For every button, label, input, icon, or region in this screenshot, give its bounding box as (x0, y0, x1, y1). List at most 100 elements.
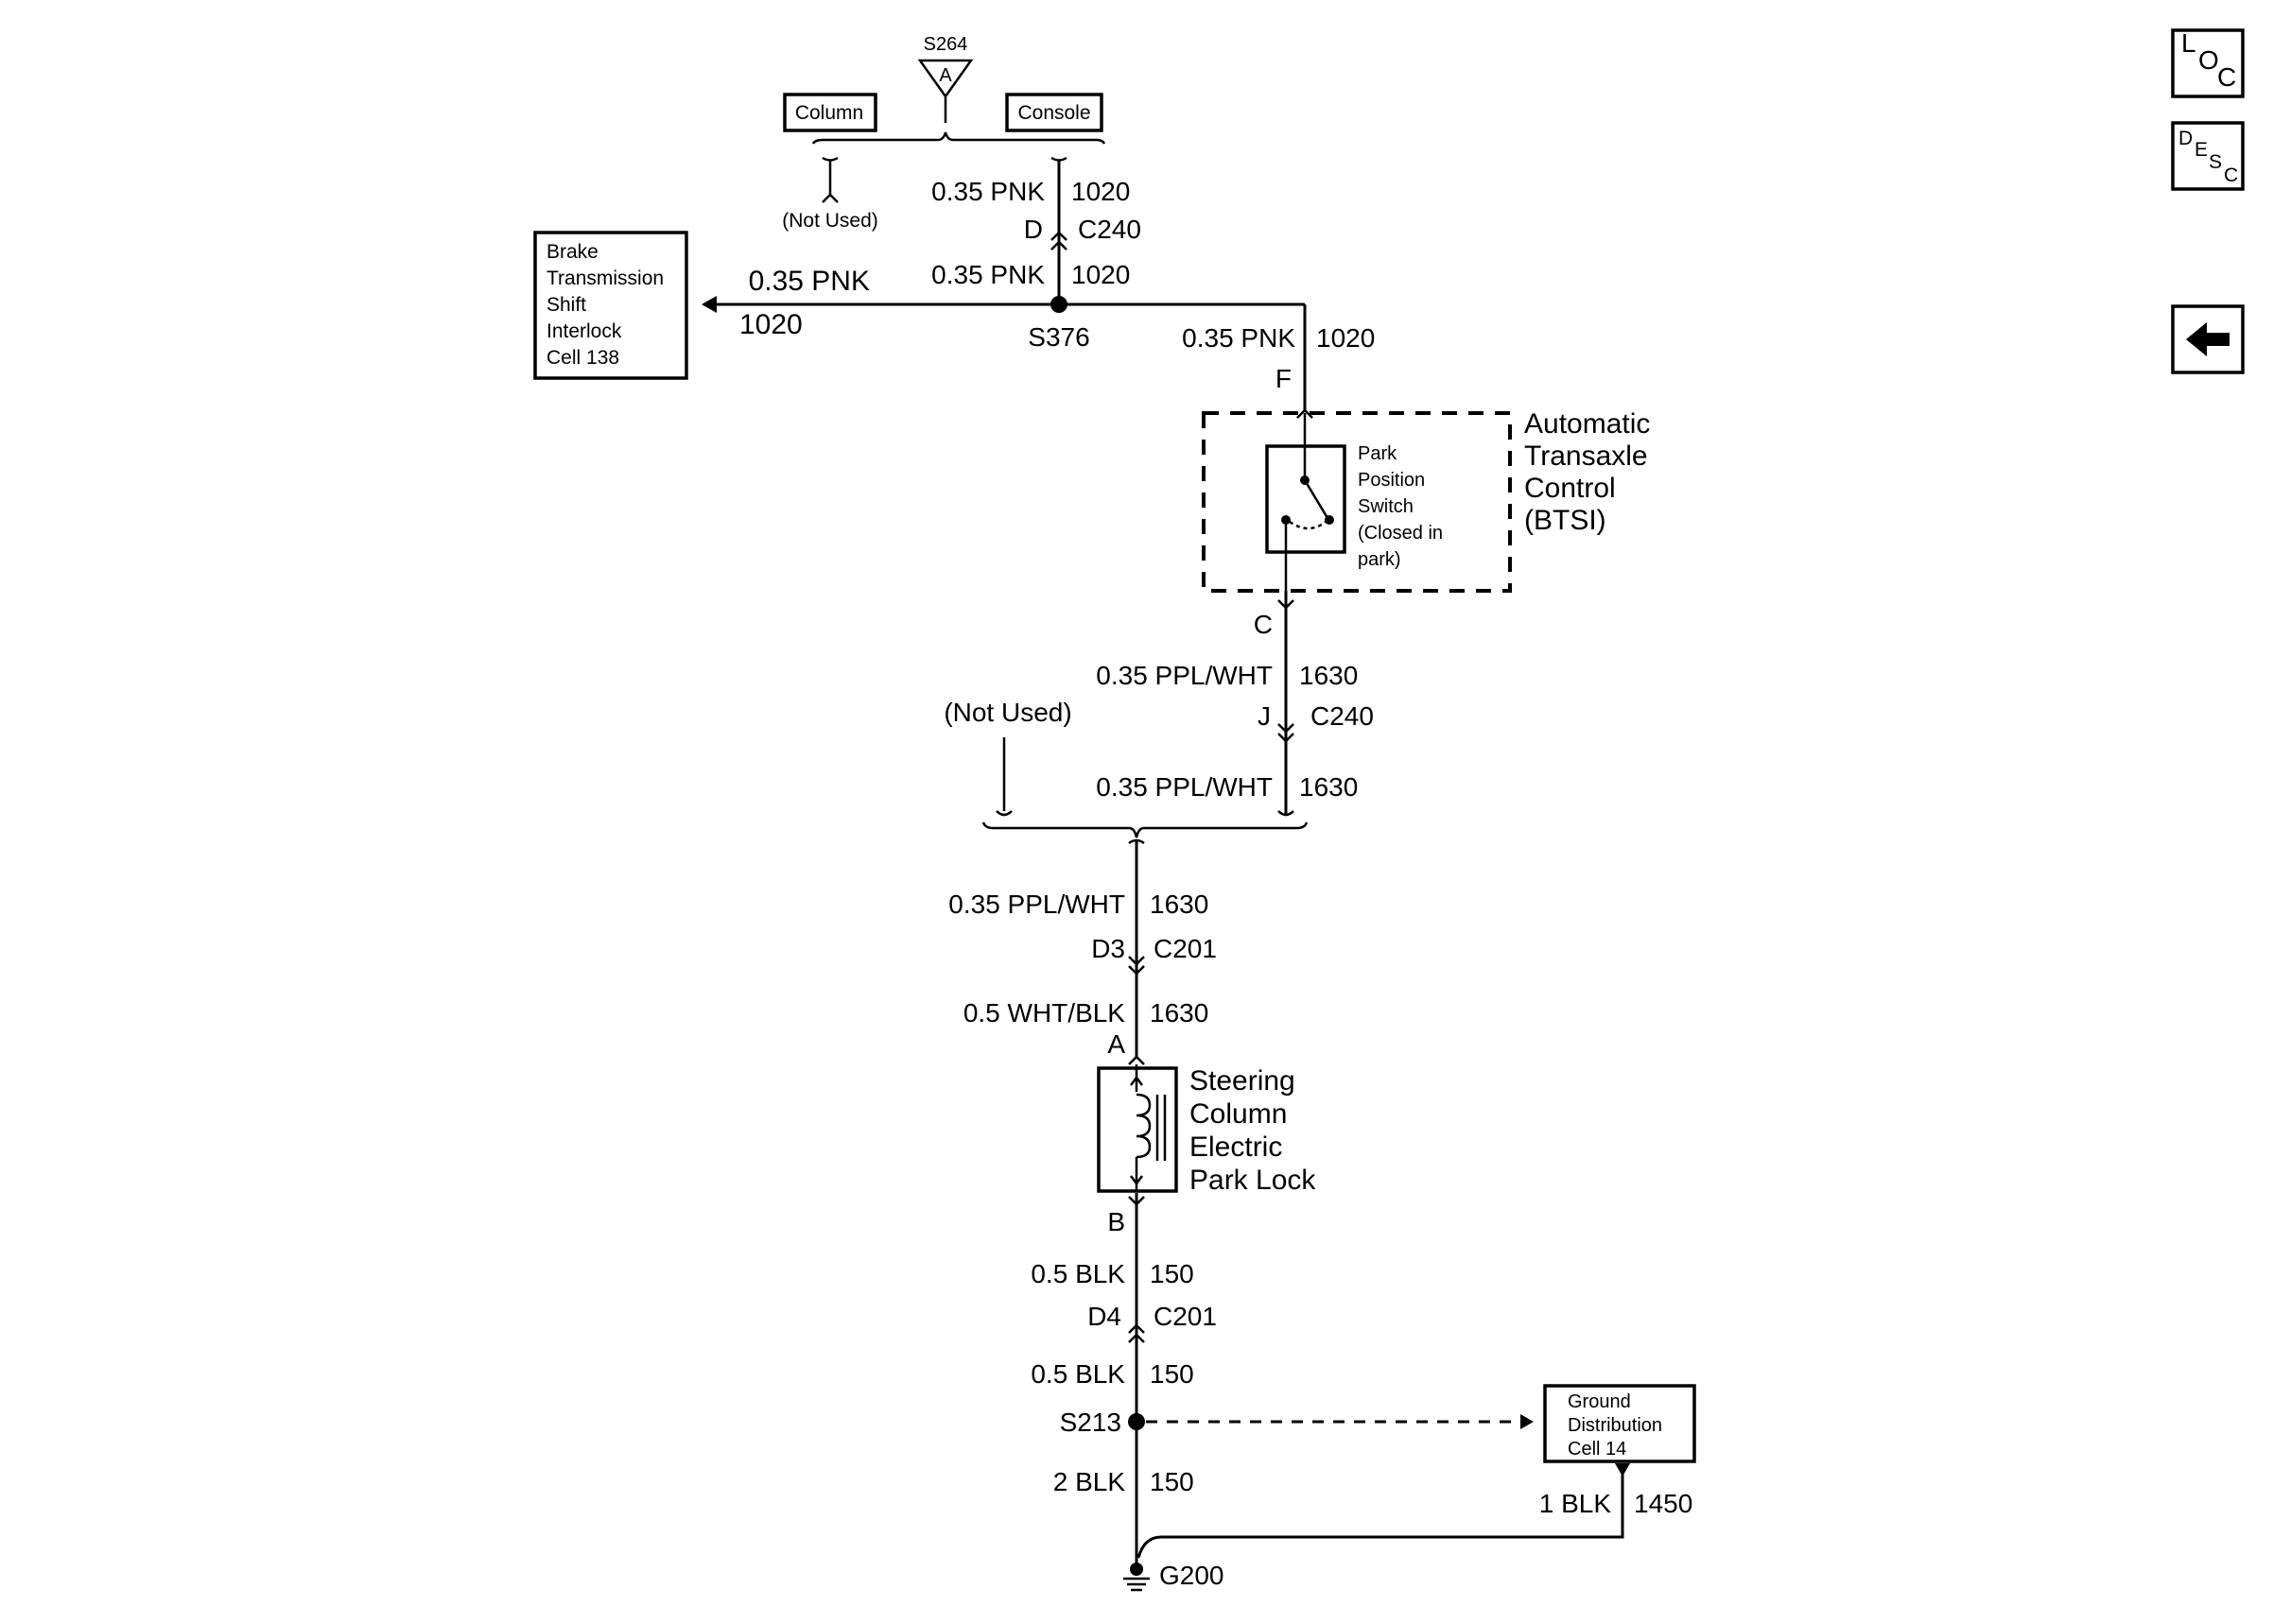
park-switch-line-2: Position (1358, 470, 1425, 491)
column-option: Column (783, 93, 877, 132)
ground-distribution-cell-14-box[interactable]: Ground Distribution Cell 14 (1543, 1384, 1696, 1463)
splice-s213-dot (1128, 1413, 1145, 1430)
pin-c-label: C (1254, 610, 1273, 639)
loc-button[interactable]: L O C (2171, 28, 2245, 98)
wire-1450-gauge: 1 BLK (1539, 1489, 1612, 1518)
column-not-used-stub: (Not Used) (782, 156, 878, 232)
park-lock-line-1: Steering (1189, 1065, 1295, 1097)
arrow-to-ground-cell (1520, 1414, 1534, 1429)
splice-s213-label: S213 (1060, 1408, 1121, 1437)
btsi-cell-line-2: Transmission (547, 268, 664, 289)
btsi-cell-line-1: Brake (547, 241, 599, 263)
connector-c240-lower-symbol (1277, 723, 1294, 743)
pin-b-label: B (1107, 1207, 1125, 1236)
splice-s264: S264 A (917, 34, 974, 123)
desc-d: D (2178, 128, 2193, 149)
park-switch-line-5: park) (1358, 549, 1401, 570)
atc-label-line-2: Transaxle (1524, 441, 1648, 472)
wire-1630-d-circuit: 1630 (1150, 998, 1208, 1028)
loc-c: C (2217, 62, 2236, 92)
wire-150-a-gauge: 0.5 BLK (1031, 1259, 1125, 1288)
atc-label-line-1: Automatic (1524, 408, 1650, 440)
splice-s376-label: S376 (1028, 322, 1089, 352)
column-label: Column (795, 102, 863, 124)
wire-150-b-gauge: 0.5 BLK (1031, 1359, 1125, 1389)
loc-o: O (2198, 45, 2219, 75)
back-arrow-icon (2186, 322, 2230, 356)
park-lock-line-4: Park Lock (1189, 1165, 1316, 1196)
wire-1630-b-gauge: 0.35 PPL/WHT (1096, 772, 1273, 802)
park-switch-line-4: (Closed in (1358, 523, 1443, 544)
top-option-brace (811, 131, 1106, 145)
park-switch-line-3: Switch (1358, 496, 1414, 517)
switch-contact-icon (1325, 515, 1334, 525)
connector-c240-lower-pin: J (1258, 701, 1271, 731)
wire-1020-upper-gauge: 0.35 PNK (931, 177, 1045, 206)
wire-1020-left-circuit: 1020 (739, 309, 803, 340)
desc-c: C (2224, 164, 2238, 186)
steering-column-electric-park-lock: Steering Column Electric Park Lock (1097, 1064, 1316, 1196)
splice-s376-dot (1050, 296, 1067, 313)
wire-1630-c-circuit: 1630 (1150, 890, 1208, 919)
connector-c240-upper-symbol (1050, 231, 1067, 251)
wire-1020-mid-circuit: 1020 (1071, 260, 1130, 289)
wire-1020-left-gauge: 0.35 PNK (749, 266, 870, 297)
wire-150-c-gauge: 2 BLK (1053, 1467, 1126, 1496)
btsi-cell-138-box[interactable]: Brake Transmission Shift Interlock Cell … (533, 231, 688, 380)
connector-c201-upper-id: C201 (1154, 934, 1217, 963)
wire-1020-right-gauge: 0.35 PNK (1182, 323, 1295, 353)
desc-button[interactable]: D E S C (2171, 121, 2245, 191)
arrow-to-btsi-cell (702, 296, 717, 313)
park-lock-line-3: Electric (1189, 1132, 1282, 1163)
connector-c201-lower-symbol (1128, 1323, 1145, 1343)
wire-150-a-circuit: 150 (1150, 1259, 1194, 1288)
connector-c201-upper-symbol (1128, 956, 1145, 976)
atc-label-line-4: (BTSI) (1524, 505, 1606, 536)
ground-g200-label: G200 (1159, 1561, 1224, 1590)
wire-1630-a-gauge: 0.35 PPL/WHT (1096, 661, 1273, 690)
connector-c240-lower-id: C240 (1310, 701, 1374, 731)
connector-c240-upper-id: C240 (1078, 215, 1141, 244)
lower-not-used-stub: (Not Used) (944, 698, 1072, 817)
splice-s264-label: S264 (924, 34, 968, 55)
ground-cell-line-2: Distribution (1568, 1415, 1662, 1436)
park-position-switch: Park Position Switch (Closed in park) (1265, 413, 1443, 591)
desc-s: S (2209, 151, 2222, 173)
back-button[interactable] (2171, 304, 2245, 374)
ground-cell-line-1: Ground (1568, 1391, 1631, 1412)
atc-label-line-3: Control (1524, 473, 1616, 504)
pin-f-symbol (1296, 408, 1313, 419)
connector-c201-lower-id: C201 (1154, 1302, 1217, 1331)
solenoid-coil-icon (1136, 1093, 1152, 1159)
connector-c240-upper-pin: D (1024, 215, 1043, 244)
loc-l: L (2181, 28, 2196, 58)
btsi-cell-line-4: Interlock (547, 320, 622, 342)
wire-1450-circuit: 1450 (1634, 1489, 1692, 1518)
wire-1020-right-circuit: 1020 (1316, 323, 1375, 353)
wire-1020-mid-gauge: 0.35 PNK (931, 260, 1045, 289)
wire-1450 (1136, 1473, 1624, 1559)
pin-a-label: A (1107, 1029, 1125, 1059)
wire-1630-a-circuit: 1630 (1299, 661, 1358, 690)
park-switch-line-1: Park (1358, 443, 1397, 464)
splice-s264-letter: A (939, 65, 952, 86)
column-not-used-label: (Not Used) (782, 210, 878, 232)
btsi-cell-line-3: Shift (547, 294, 586, 316)
wire-150-b-circuit: 150 (1150, 1359, 1194, 1389)
park-lock-line-2: Column (1189, 1098, 1287, 1130)
wire-150-c-circuit: 150 (1150, 1467, 1194, 1496)
pin-a-symbol (1128, 1055, 1145, 1065)
pin-f-label: F (1275, 364, 1292, 393)
console-label: Console (1017, 102, 1090, 124)
console-option: Console (1005, 93, 1103, 132)
connector-c201-upper-pin: D3 (1091, 934, 1125, 963)
connector-c201-lower-pin: D4 (1087, 1302, 1121, 1331)
wire-1630-c-gauge: 0.35 PPL/WHT (948, 890, 1125, 919)
wire-1020-upper-circuit: 1020 (1071, 177, 1130, 206)
wire-1630-b-circuit: 1630 (1299, 772, 1358, 802)
ground-cell-line-3: Cell 14 (1568, 1439, 1626, 1460)
lower-option-brace (981, 821, 1309, 838)
lower-not-used-label: (Not Used) (944, 698, 1071, 727)
btsi-cell-line-5: Cell 138 (547, 347, 619, 369)
